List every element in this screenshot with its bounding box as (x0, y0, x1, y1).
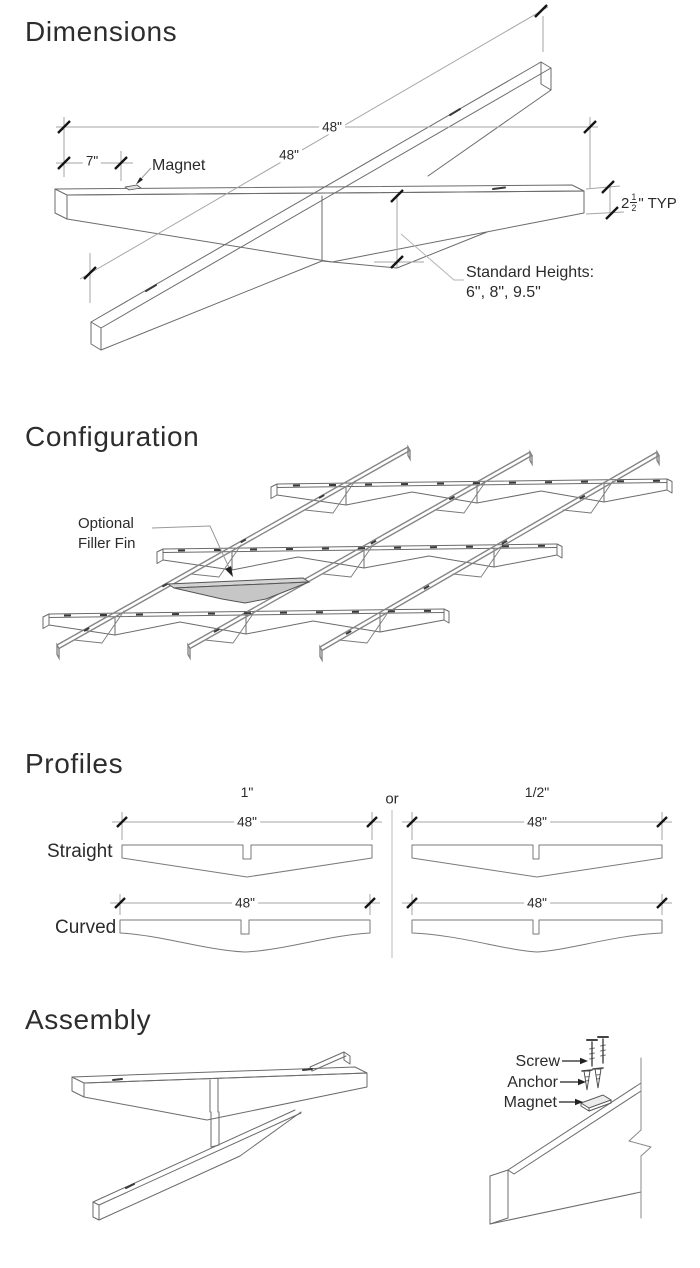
standard-heights-values: 6", 8", 9.5" (466, 284, 541, 301)
profiles-or-label: or (385, 790, 399, 808)
dim-profile-length-4: 48" (524, 895, 550, 911)
assembly-label-arrows (559, 1057, 588, 1106)
profiles-column1-header: 1" (240, 784, 254, 800)
profiles-column2-header: 1/2" (524, 784, 550, 800)
profiles-dimension-lines (110, 812, 672, 915)
configuration-diagonal-fins (56, 444, 660, 663)
thickness-whole: 2 (621, 195, 630, 212)
filler-fin-callout: Optional Filler Fin (78, 514, 136, 554)
profiles-drawing (119, 810, 663, 958)
thickness-numerator: 1 (630, 192, 638, 203)
anchor-callout-label: Anchor (507, 1074, 558, 1091)
assembly-hardware (579, 1036, 613, 1112)
dim-profile-length-2: 48" (524, 814, 550, 830)
thickness-denominator: 2 (631, 203, 637, 213)
assembly-drawing (71, 1051, 652, 1225)
configuration-magnet-dashes (63, 454, 665, 635)
screw-callout-label: Screw (515, 1053, 560, 1070)
dimensions-dimension-lines (56, 6, 625, 303)
magnet-leader-arrow (136, 177, 143, 185)
filler-fin-leader (151, 525, 233, 577)
filler-fin (166, 577, 311, 604)
profiles-ticks (114, 816, 668, 909)
filler-fin-callout-line2: Filler Fin (78, 535, 136, 552)
section-title-profiles: Profiles (25, 748, 124, 779)
thickness-suffix: " TYP (638, 195, 677, 212)
standard-heights-callout: Standard Heights: 6", 8", 9.5" (466, 263, 594, 303)
dim-magnet-offset: 7" (82, 153, 102, 169)
dimensions-ticks (57, 4, 619, 280)
section-title-configuration: Configuration (25, 421, 200, 452)
section-title-assembly: Assembly (25, 1004, 152, 1035)
profiles-row-curved-label: Curved (55, 917, 117, 938)
dim-diagonal-length: 48" (276, 147, 302, 163)
assembly-magnet-callout-label: Magnet (503, 1094, 557, 1111)
dim-profile-length-1: 48" (234, 814, 260, 830)
dimensions-drawing (54, 61, 585, 351)
dim-profile-length-3: 48" (232, 895, 258, 911)
section-title-dimensions: Dimensions (25, 16, 178, 47)
dim-top-length: 48" (319, 119, 345, 135)
filler-fin-callout-line1: Optional (78, 515, 134, 532)
standard-heights-title: Standard Heights: (466, 264, 595, 281)
profiles-row-straight-label: Straight (47, 841, 113, 862)
magnet-callout-label: Magnet (152, 157, 206, 174)
configuration-drawing (42, 478, 673, 644)
